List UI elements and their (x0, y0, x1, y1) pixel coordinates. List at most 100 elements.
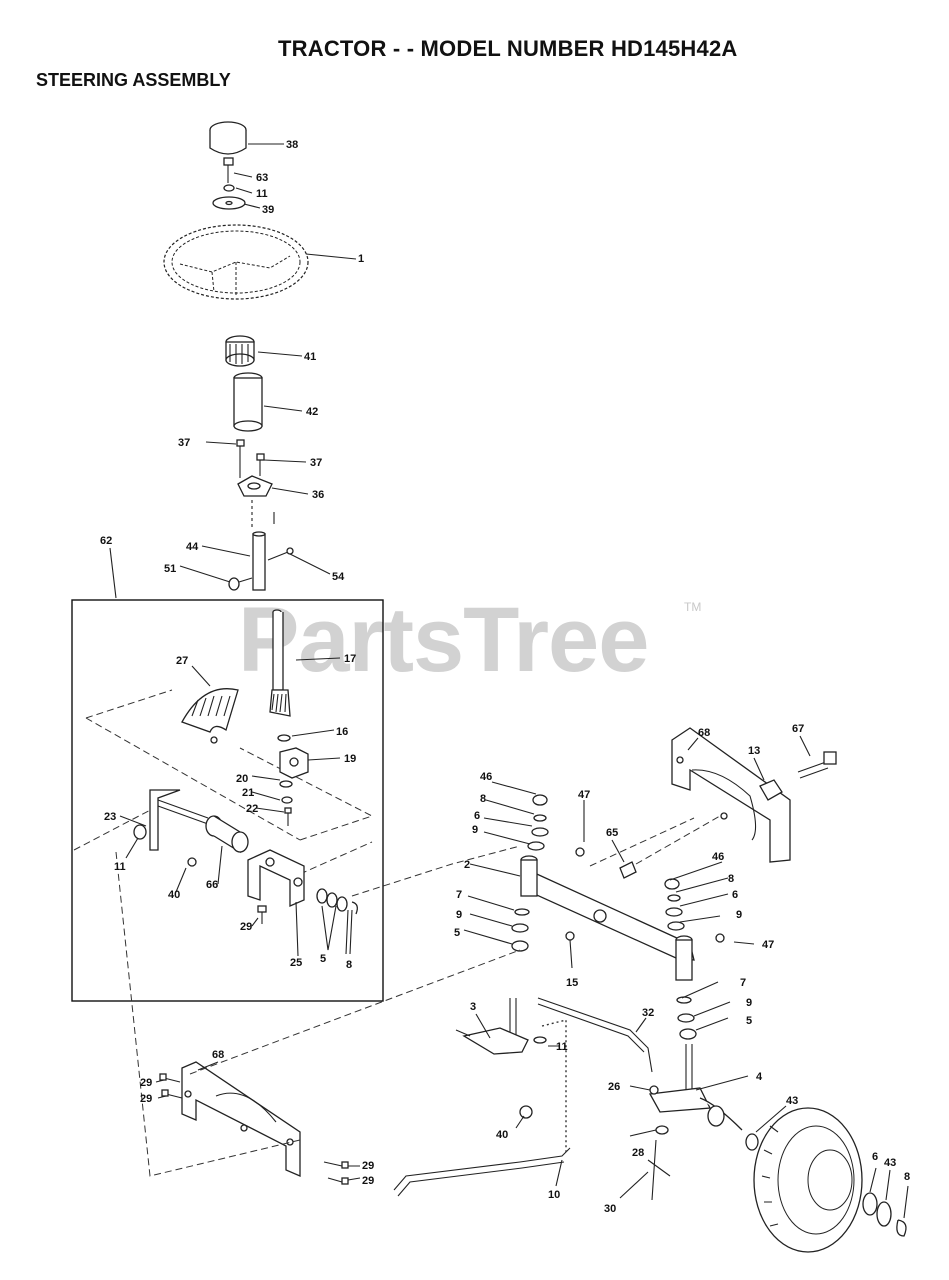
pivot-nut[interactable] (187, 857, 197, 867)
steering-shaft[interactable] (251, 500, 266, 591)
pivot-bushing[interactable] (205, 815, 249, 854)
callout-9c[interactable]: 9 (456, 909, 462, 921)
callout-7b[interactable]: 7 (740, 977, 746, 989)
steering-bushing[interactable] (233, 372, 263, 432)
axle-bracket-lower[interactable] (181, 1061, 301, 1177)
axle-fittings-left[interactable] (511, 794, 549, 952)
roll-pin[interactable] (267, 547, 294, 561)
callout-5b[interactable]: 5 (454, 927, 460, 939)
callout-6a[interactable]: 6 (474, 810, 480, 822)
callout-9b[interactable]: 9 (736, 909, 742, 921)
axle-washer[interactable] (565, 931, 575, 941)
callout-47b[interactable]: 47 (762, 939, 774, 951)
steering-block[interactable] (279, 747, 309, 779)
callout-37b[interactable]: 37 (310, 457, 322, 469)
bracket-screws-right[interactable] (323, 1161, 349, 1185)
bracket-bolt[interactable] (257, 905, 267, 924)
callout-23[interactable]: 23 (104, 811, 116, 823)
steering-mount-plate[interactable] (237, 475, 275, 524)
spindle-left[interactable] (455, 998, 529, 1055)
gear-bracket[interactable] (247, 849, 305, 907)
callout-29b[interactable]: 29 (140, 1077, 152, 1089)
screw-left[interactable] (236, 439, 245, 478)
spindle-clip[interactable] (533, 1036, 547, 1044)
spindle-right[interactable] (648, 1044, 743, 1131)
axle-spacer[interactable] (759, 779, 783, 801)
tire-washer-a[interactable] (862, 1192, 878, 1216)
callout-10[interactable]: 10 (548, 1189, 560, 1201)
tire-washer-b[interactable] (876, 1201, 892, 1227)
callout-26[interactable]: 26 (608, 1081, 620, 1093)
drag-link[interactable] (537, 997, 653, 1073)
callout-9d[interactable]: 9 (746, 997, 752, 1009)
callout-11a[interactable]: 11 (256, 188, 268, 200)
callout-62[interactable]: 62 (100, 535, 112, 547)
spring-clip[interactable] (228, 577, 253, 591)
callout-8a[interactable]: 8 (346, 959, 352, 971)
callout-28[interactable]: 28 (632, 1147, 644, 1159)
callout-16[interactable]: 16 (336, 726, 348, 738)
axle-bolt[interactable] (797, 751, 837, 779)
pivot-spring-clip[interactable] (133, 824, 147, 840)
callout-15[interactable]: 15 (566, 977, 578, 989)
tire-retainer[interactable] (896, 1219, 907, 1237)
callout-3[interactable]: 3 (470, 1001, 476, 1013)
callout-22[interactable]: 22 (246, 803, 258, 815)
callout-8d[interactable]: 8 (904, 1171, 910, 1183)
steering-bolt[interactable] (223, 157, 234, 183)
steering-washer[interactable] (212, 196, 246, 210)
callout-41[interactable]: 41 (304, 351, 316, 363)
callout-65[interactable]: 65 (606, 827, 618, 839)
callout-21[interactable]: 21 (242, 787, 254, 799)
callout-37a[interactable]: 37 (178, 437, 190, 449)
callout-68b[interactable]: 68 (212, 1049, 224, 1061)
callout-42[interactable]: 42 (306, 406, 318, 418)
callout-63[interactable]: 63 (256, 172, 268, 184)
callout-5c[interactable]: 5 (746, 1015, 752, 1027)
tie-rod[interactable] (393, 1147, 571, 1197)
axle-fittings-right[interactable] (664, 878, 697, 1040)
callout-43b[interactable]: 43 (884, 1157, 896, 1169)
axle-bracket-upper[interactable] (671, 727, 791, 863)
screw-right[interactable] (256, 453, 265, 476)
callout-40a[interactable]: 40 (168, 889, 180, 901)
callout-27[interactable]: 27 (176, 655, 188, 667)
block-bolt[interactable] (284, 807, 292, 826)
callout-6b[interactable]: 6 (732, 889, 738, 901)
callout-2[interactable]: 2 (464, 859, 470, 871)
axle-pivot-bushing[interactable] (619, 861, 637, 879)
callout-6c[interactable]: 6 (872, 1151, 878, 1163)
callout-66[interactable]: 66 (206, 879, 218, 891)
callout-44[interactable]: 44 (186, 541, 199, 553)
bracket-screws-left[interactable] (159, 1073, 183, 1099)
front-axle[interactable] (520, 855, 695, 981)
pivot-bar[interactable] (149, 789, 209, 851)
wheel-washer[interactable] (745, 1133, 759, 1151)
gear-washer[interactable] (277, 734, 291, 742)
steering-adapter[interactable] (225, 335, 255, 367)
sector-gear[interactable] (181, 688, 239, 744)
callout-11b[interactable]: 11 (114, 861, 126, 873)
callout-47a[interactable]: 47 (578, 789, 590, 801)
callout-38[interactable]: 38 (286, 139, 298, 151)
callout-13[interactable]: 13 (748, 745, 760, 757)
callout-25[interactable]: 25 (290, 957, 302, 969)
callout-54[interactable]: 54 (332, 571, 345, 583)
block-washer-a[interactable] (279, 780, 293, 788)
callout-8c[interactable]: 8 (728, 873, 734, 885)
callout-43a[interactable]: 43 (786, 1095, 798, 1107)
callout-5a[interactable]: 5 (320, 953, 326, 965)
callout-19[interactable]: 19 (344, 753, 356, 765)
callout-29e[interactable]: 29 (362, 1175, 374, 1187)
callout-20[interactable]: 20 (236, 773, 248, 785)
steering-cap[interactable] (209, 121, 247, 155)
callout-67[interactable]: 67 (792, 723, 804, 735)
callout-4[interactable]: 4 (756, 1071, 763, 1083)
callout-40b[interactable]: 40 (496, 1129, 508, 1141)
block-washer-b[interactable] (281, 796, 293, 804)
callout-29c[interactable]: 29 (140, 1093, 152, 1105)
drag-link-end[interactable] (649, 1085, 659, 1095)
callout-29a[interactable]: 29 (240, 921, 252, 933)
callout-46a[interactable]: 46 (480, 771, 492, 783)
callout-51[interactable]: 51 (164, 563, 176, 575)
